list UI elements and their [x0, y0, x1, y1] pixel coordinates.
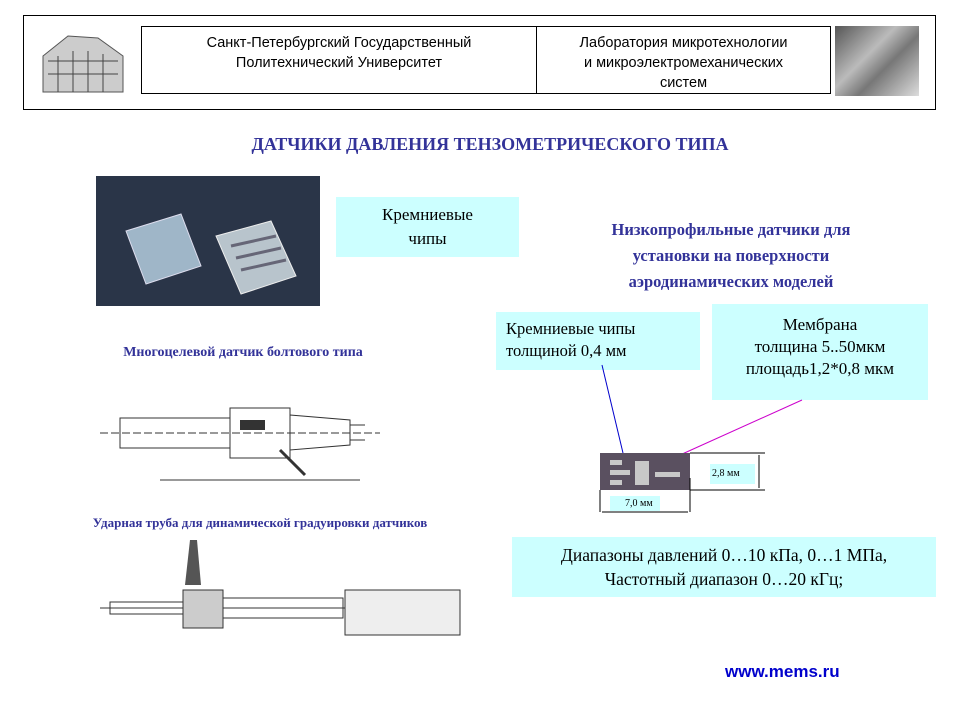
label-line: Диапазоны давлений 0…10 кПа, 0…1 МПа, — [560, 545, 888, 565]
university-building-image — [38, 26, 133, 94]
heading-line: установки на поверхности — [632, 246, 830, 265]
shock-tube-drawing — [100, 540, 461, 636]
lab-name: Лаборатория микротехнологии и микроэлект… — [537, 27, 830, 93]
sensor-diagram — [599, 364, 803, 513]
membrane-box: Мембрана толщина 5..50мкм площадь1,2*0,8… — [712, 304, 928, 400]
low-profile-heading: Низкопрофильные датчики для установки на… — [560, 217, 902, 295]
sensor-height-label: 2,8 мм — [712, 468, 740, 479]
bolt-sensor-caption: Многоцелевой датчик болтового типа — [123, 345, 363, 360]
heading-line: Низкопрофильные датчики для — [611, 220, 851, 239]
label-line: толщина 5..50мкм — [754, 337, 886, 356]
header-frame — [23, 15, 936, 110]
label-line: площадь1,2*0,8 мкм — [745, 359, 895, 378]
mems-structure-image — [835, 26, 919, 96]
lab-line: Лаборатория микротехнологии — [579, 35, 788, 51]
silicon-chips-photo — [96, 176, 320, 306]
label-line: Кремниевые — [382, 205, 473, 224]
heading-line: аэродинамических моделей — [628, 272, 834, 291]
shock-tube-caption: Ударная труба для динамической градуиров… — [92, 515, 428, 530]
university-line: Политехнический Университет — [235, 55, 443, 71]
leader-line — [679, 399, 803, 456]
university-line: Санкт-Петербургский Государственный — [206, 35, 472, 51]
label-line: Частотный диапазон 0…20 кГц; — [604, 569, 844, 589]
website-link[interactable]: www.mems.ru — [725, 662, 840, 681]
chip-thickness-box: Кремниевые чипы толщиной 0,4 мм — [496, 312, 700, 370]
page-title: ДАТЧИКИ ДАВЛЕНИЯ ТЕНЗОМЕТРИЧЕСКОГО ТИПА — [251, 134, 729, 154]
sensor-width-label: 7,0 мм — [625, 498, 653, 509]
silicon-chips-label: Кремниевые чипы — [336, 197, 519, 257]
label-line: Кремниевые чипы — [506, 319, 636, 338]
ranges-box: Диапазоны давлений 0…10 кПа, 0…1 МПа, Ча… — [512, 537, 936, 597]
header-box: Санкт-Петербургский Государственный Поли… — [141, 26, 831, 94]
label-line: чипы — [408, 229, 447, 248]
university-name: Санкт-Петербургский Государственный Поли… — [142, 27, 537, 93]
bolt-sensor-drawing — [100, 407, 380, 481]
label-line: толщиной 0,4 мм — [506, 341, 627, 360]
leader-line — [601, 364, 624, 454]
label-line: Мембрана — [782, 315, 858, 334]
lab-line: систем — [659, 75, 708, 91]
lab-line: и микроэлектромеханических — [583, 55, 784, 71]
